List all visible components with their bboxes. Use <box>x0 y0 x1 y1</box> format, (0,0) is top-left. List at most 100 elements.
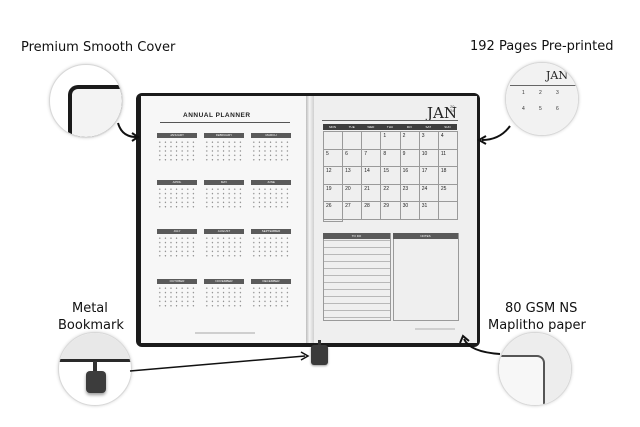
calendar-day-cell: 13 <box>343 167 363 185</box>
calendar-day-cell: 8 <box>381 149 401 168</box>
month-grid <box>251 187 291 209</box>
zoom-bookmark-cord <box>93 361 97 373</box>
month-header: DECEMBER <box>251 279 291 284</box>
left-page-footer <box>195 332 255 334</box>
arrow-pages-head <box>476 135 487 145</box>
calendar-day-cell: 2 <box>400 132 420 150</box>
calendar-day-cell: 3 <box>419 132 439 150</box>
month-grid <box>204 286 244 308</box>
weekday-label: TUE <box>348 125 355 129</box>
callout-premium-smooth-cover: Premium Smooth Cover <box>21 40 176 55</box>
month-header: NOVEMBER <box>204 279 244 284</box>
zoom-page-edge <box>59 333 131 361</box>
calendar-day-cell: 9 <box>400 149 420 168</box>
month-block: AUGUST <box>204 229 244 258</box>
month-header: MARCH <box>251 133 291 138</box>
callout-gsm-label: 80 GSM NS <box>505 301 578 316</box>
calendar-day-cell: 4 <box>438 132 458 150</box>
month-block: JULY <box>157 229 197 258</box>
zoom-circle-bookmark <box>58 332 132 406</box>
calendar-day-cell: 23 <box>400 184 420 203</box>
month-grid <box>204 187 244 209</box>
calendar-day-cell: 18 <box>438 167 458 185</box>
calendar-day-cell: 14 <box>362 167 382 185</box>
arrow-bookmark-head <box>300 351 310 361</box>
weekday-label: MON <box>329 125 337 129</box>
calendar-day-cell <box>324 132 344 150</box>
calendar-day-cell: 22 <box>381 184 401 203</box>
annual-planner-rule <box>160 122 290 123</box>
calendar-day-cell: 15 <box>381 167 401 185</box>
todo-box <box>323 233 391 321</box>
month-header: APRIL <box>157 180 197 185</box>
month-block: NOVEMBER <box>204 279 244 308</box>
notebook-spine <box>306 96 314 343</box>
weekday-label: WED <box>367 125 375 129</box>
month-grid <box>204 140 244 162</box>
weekday-label: SAT <box>425 125 432 129</box>
annual-planner-title: ANNUAL PLANNER <box>183 112 251 119</box>
zoom-page-bg <box>506 63 578 135</box>
weekday-label: SUN <box>444 125 451 129</box>
weekday-label: FRI <box>406 125 412 129</box>
calendar-day-cell: 1 <box>381 132 401 150</box>
todo-header: TO DO <box>323 233 390 239</box>
zoom-day-3: 3 <box>556 90 559 96</box>
calendar-day-cell: 26 <box>324 202 344 220</box>
year-top: 20 <box>450 104 455 109</box>
calendar-day-cell: 12 <box>324 167 344 185</box>
zoom-circle-cover <box>49 64 123 138</box>
right-page-footer <box>415 328 455 330</box>
zoom-circle-pages: JAN 1 2 3 4 5 6 <box>505 62 579 136</box>
calendar-day-cell: 5 <box>324 149 344 168</box>
calendar-day-cell: 10 <box>419 149 439 168</box>
month-header: SEPTEMBER <box>251 229 291 234</box>
month-block: SEPTEMBER <box>251 229 291 258</box>
callout-bookmark-label: Bookmark <box>58 318 124 333</box>
calendar-day-cell <box>362 132 382 150</box>
month-block: APRIL <box>157 180 197 209</box>
arrow-paper <box>463 338 501 355</box>
month-block: OCTOBER <box>157 279 197 308</box>
cover-corner-page <box>72 89 122 137</box>
zoom-cover-edge <box>59 359 131 362</box>
month-block: MARCH <box>251 133 291 162</box>
zoom-day-5: 5 <box>539 106 542 112</box>
month-header: JULY <box>157 229 197 234</box>
month-block: JUNE <box>251 180 291 209</box>
calendar-day-cell: 6 <box>343 149 363 168</box>
month-year: 20 24 <box>450 105 454 113</box>
month-header: MAY <box>204 180 244 185</box>
month-header: OCTOBER <box>157 279 197 284</box>
calendar-day-cell <box>343 132 363 150</box>
arrow-bookmark <box>129 355 306 372</box>
notes-header: NOTES <box>393 233 458 239</box>
zoom-circle-paper <box>498 332 572 406</box>
month-grid <box>251 236 291 258</box>
month-grid <box>157 187 197 209</box>
bookmark-cord <box>318 340 321 347</box>
month-grid <box>251 140 291 162</box>
calendar-day-cell: 29 <box>381 202 401 220</box>
weekday-header: MON TUE WED THU FRI SAT SUN <box>323 124 457 130</box>
calendar-day-cell <box>438 202 458 220</box>
month-title: JAN <box>427 104 457 122</box>
zoom-paper-corner <box>499 355 545 405</box>
arrow-cover-head <box>131 132 140 142</box>
callout-metal-label: Metal <box>72 301 108 316</box>
arrow-pages <box>481 125 511 141</box>
calendar-day-cell: 30 <box>400 202 420 220</box>
calendar-day-cell: 17 <box>419 167 439 185</box>
callout-pages-preprinted: 192 Pages Pre-printed <box>470 39 614 54</box>
calendar-day-cell: 31 <box>419 202 439 220</box>
calendar-day-cell: 21 <box>362 184 382 203</box>
month-header: FEBRUARY <box>204 133 244 138</box>
month-grid <box>157 286 197 308</box>
month-grid <box>251 286 291 308</box>
zoom-day-6: 6 <box>556 106 559 112</box>
calendar-day-cell <box>324 220 344 222</box>
month-header: JUNE <box>251 180 291 185</box>
month-rule <box>322 120 458 121</box>
month-grid <box>157 140 197 162</box>
